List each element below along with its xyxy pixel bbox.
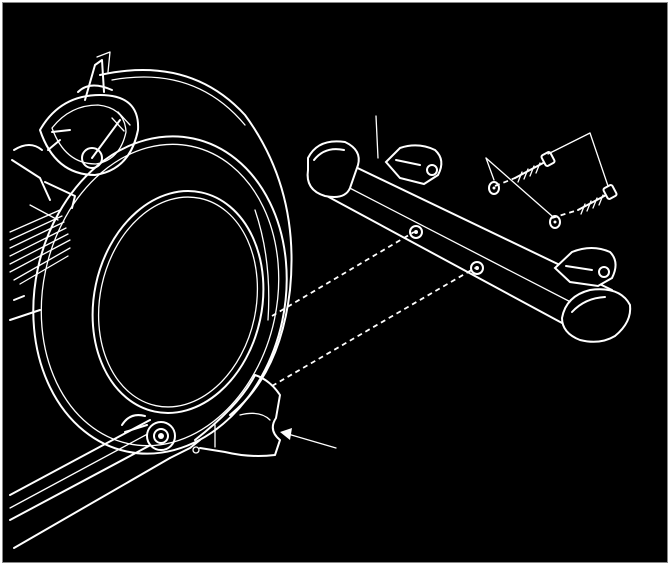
washer xyxy=(488,181,500,195)
callout-leader xyxy=(485,157,553,217)
callout-leader xyxy=(547,132,609,187)
crank-mechanism xyxy=(39,51,140,176)
flywheel-housing xyxy=(32,69,293,455)
callout-leader xyxy=(375,115,379,159)
bolt xyxy=(577,184,618,215)
frame-bracket xyxy=(192,374,281,457)
washer xyxy=(549,215,561,229)
bolt xyxy=(514,151,556,183)
side-grille xyxy=(9,144,76,321)
callout-arrow xyxy=(280,428,337,449)
rear-stabilizer xyxy=(306,140,632,343)
